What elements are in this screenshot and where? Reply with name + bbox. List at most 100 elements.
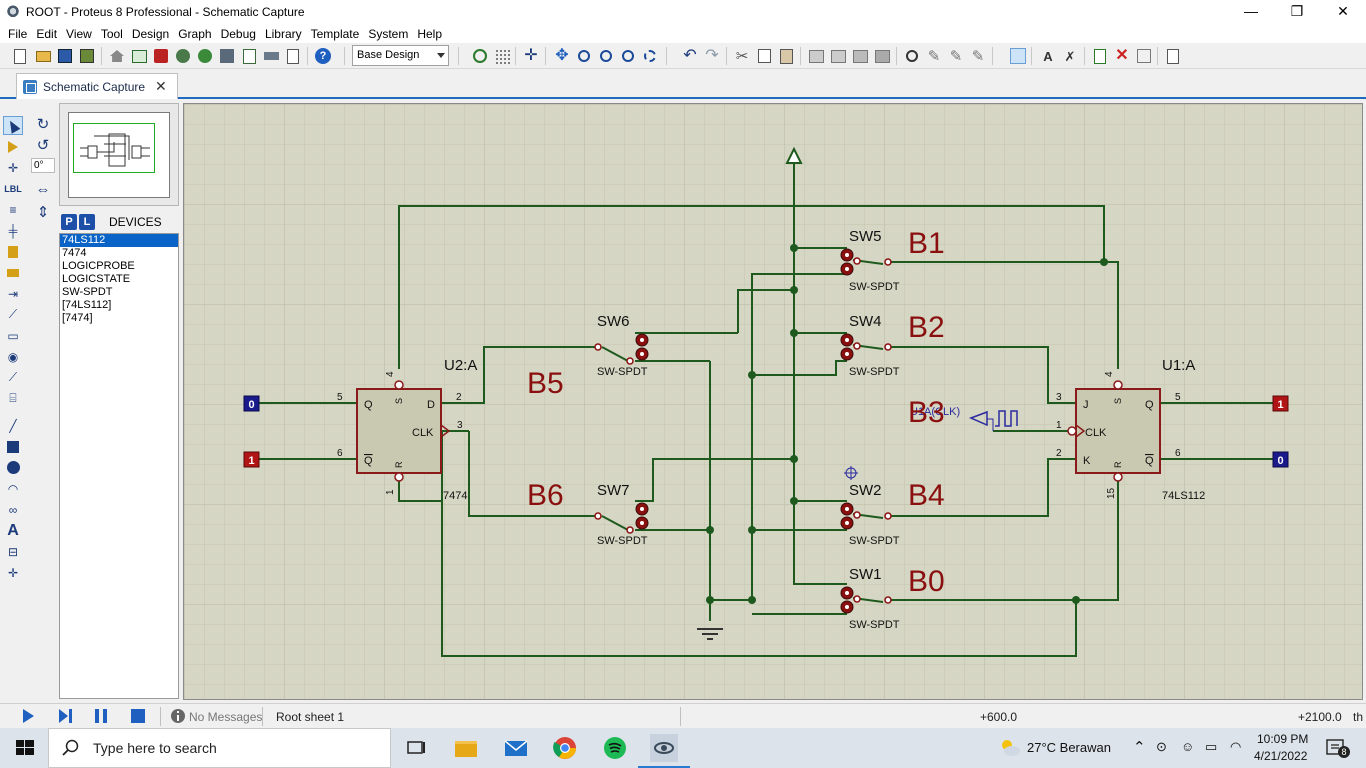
selection-mode-icon[interactable] xyxy=(3,116,23,135)
symbol-mode-icon[interactable]: ⊟ xyxy=(7,544,19,559)
menu-tool[interactable]: Tool xyxy=(100,26,123,41)
library-manager-button[interactable]: L xyxy=(79,214,95,230)
block-move-icon[interactable] xyxy=(828,46,848,66)
menu-debug[interactable]: Debug xyxy=(220,26,256,41)
pause-button[interactable] xyxy=(93,708,109,724)
menu-file[interactable]: File xyxy=(8,26,28,41)
terminals-mode-icon[interactable] xyxy=(3,263,23,282)
cut-icon[interactable]: ✂ xyxy=(735,47,749,65)
redo-icon[interactable]: ↷ xyxy=(705,47,719,64)
spotify-icon[interactable] xyxy=(601,734,629,762)
pcb-icon[interactable] xyxy=(151,46,171,66)
overview-panel[interactable] xyxy=(59,103,179,206)
undo-icon[interactable]: ↶ xyxy=(683,47,697,64)
tape-recorder-mode-icon[interactable]: ▭ xyxy=(7,328,19,343)
mirror-vertical-icon[interactable]: ⇕ xyxy=(36,204,50,221)
path-mode-icon[interactable]: ∞ xyxy=(8,502,18,517)
packaging-tool-icon[interactable]: ✎ xyxy=(949,47,963,65)
step-button[interactable] xyxy=(57,708,73,724)
device-item[interactable]: [7474] xyxy=(62,312,93,324)
menu-template[interactable]: Template xyxy=(310,26,360,41)
menu-view[interactable]: View xyxy=(66,26,92,41)
windows-start-icon[interactable] xyxy=(12,734,40,762)
notes-icon[interactable] xyxy=(283,46,303,66)
device-item[interactable]: 7474 xyxy=(62,247,87,259)
home-icon[interactable] xyxy=(107,46,127,66)
overview-window[interactable] xyxy=(68,112,170,198)
device-item[interactable]: LOGICPROBE xyxy=(62,260,135,272)
schematic-icon[interactable] xyxy=(129,46,149,66)
paste-icon[interactable] xyxy=(776,46,796,66)
clock-time[interactable]: 10:09 PM xyxy=(1257,732,1309,746)
stop-button[interactable] xyxy=(130,708,146,724)
block-copy-icon[interactable] xyxy=(806,46,826,66)
wire-autorouter-icon[interactable] xyxy=(1008,46,1028,66)
virtual-instruments-mode-icon[interactable]: ⌸ xyxy=(9,391,17,405)
open-folder-icon[interactable] xyxy=(33,46,53,66)
chrome-icon[interactable] xyxy=(551,734,579,762)
line-mode-icon[interactable]: ╱ xyxy=(9,418,17,433)
voltage-probe-mode-icon[interactable]: ⟋ xyxy=(8,370,18,384)
close-button[interactable]: ✕ xyxy=(1337,3,1349,19)
zoom-all-icon[interactable] xyxy=(618,46,638,66)
messages-status[interactable]: No Messages xyxy=(189,710,263,724)
decompose-icon[interactable]: ✎ xyxy=(971,47,985,65)
logic-probe-u1-qbar[interactable]: 0 xyxy=(1272,451,1289,468)
play-button[interactable] xyxy=(20,708,36,724)
device-item[interactable]: SW-SPDT xyxy=(62,286,113,298)
design-variant-select[interactable]: Base Design xyxy=(352,45,449,66)
new-sheet-icon[interactable] xyxy=(1090,46,1110,66)
tab-schematic-capture[interactable]: Schematic Capture ✕ xyxy=(16,73,178,99)
mail-icon[interactable] xyxy=(502,734,530,762)
text-script-mode-icon[interactable]: ≡ xyxy=(9,202,17,217)
wire-label-mode-icon[interactable]: LBL xyxy=(4,183,22,194)
exit-to-parent-icon[interactable] xyxy=(1134,46,1154,66)
rotation-angle-field[interactable]: 0° xyxy=(31,158,55,173)
logic-probe-u1-q[interactable]: 1 xyxy=(1272,395,1289,412)
pick-devices-button[interactable]: P xyxy=(61,214,77,230)
power-terminal-icon[interactable] xyxy=(785,146,803,164)
gerber-icon[interactable] xyxy=(195,46,215,66)
zoom-out-icon[interactable] xyxy=(596,46,616,66)
ground-icon[interactable] xyxy=(697,628,723,640)
chevron-up-icon[interactable]: ⌃ xyxy=(1133,739,1146,756)
graph-mode-icon[interactable]: ⟋ xyxy=(8,307,18,321)
pick-device-icon[interactable] xyxy=(902,46,922,66)
make-device-icon[interactable]: ✎ xyxy=(927,47,941,65)
clock-date[interactable]: 4/21/2022 xyxy=(1254,749,1308,763)
electrical-rule-check-icon[interactable] xyxy=(1163,46,1183,66)
block-delete-icon[interactable] xyxy=(872,46,892,66)
marker-mode-icon[interactable]: ✛ xyxy=(7,565,19,580)
device-item[interactable]: 74LS112 xyxy=(60,234,178,247)
menu-graph[interactable]: Graph xyxy=(178,26,212,41)
subcircuit-mode-icon[interactable] xyxy=(3,242,23,261)
box-mode-icon[interactable] xyxy=(3,437,23,456)
minimize-button[interactable]: — xyxy=(1244,3,1258,19)
logic-state-u2-q[interactable]: 0 xyxy=(243,395,260,412)
proteus-taskbar-icon[interactable] xyxy=(650,734,678,762)
restore-button[interactable]: ❐ xyxy=(1290,3,1304,19)
device-pins-mode-icon[interactable]: ⇥ xyxy=(7,286,19,301)
menu-design[interactable]: Design xyxy=(131,26,170,41)
origin-icon[interactable]: ✛ xyxy=(524,47,538,64)
menu-help[interactable]: Help xyxy=(417,26,443,41)
help-icon[interactable]: ? xyxy=(313,46,333,66)
bill-of-materials-icon[interactable] xyxy=(239,46,259,66)
network-status-icon[interactable]: ⊙ xyxy=(1156,739,1167,754)
text-mode-icon[interactable]: A xyxy=(7,521,19,539)
source-code-icon[interactable] xyxy=(261,46,281,66)
component-mode-icon[interactable] xyxy=(3,137,23,156)
junction-dot-mode-icon[interactable]: ✛ xyxy=(7,160,19,175)
weather-icon[interactable] xyxy=(996,734,1024,762)
taskbar-search-box[interactable]: Type here to search xyxy=(48,728,391,768)
schematic-canvas[interactable]: U2:A 7474 Q Q D CLK S R 5 6 2 3 4 1 xyxy=(183,103,1363,700)
refresh-icon[interactable] xyxy=(470,46,490,66)
arc-mode-icon[interactable]: ◠ xyxy=(7,481,19,496)
block-rotate-icon[interactable] xyxy=(850,46,870,66)
menu-system[interactable]: System xyxy=(368,26,409,41)
